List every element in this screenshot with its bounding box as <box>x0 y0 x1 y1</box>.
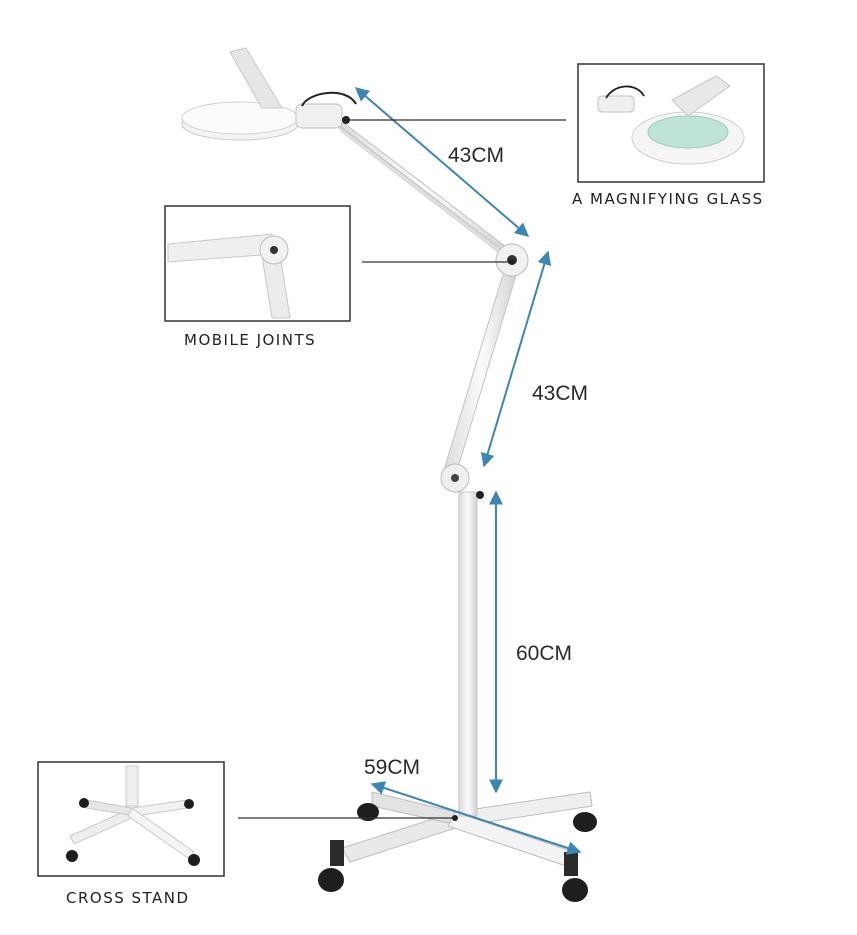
dimension-lower-arm <box>480 250 552 468</box>
magnifier-callout-label: A MAGNIFYING GLASS <box>572 190 764 208</box>
cross-stand-detail-icon <box>37 761 225 877</box>
magnifier-detail-icon <box>577 63 765 183</box>
arm-lower <box>443 257 521 475</box>
dimension-base <box>370 781 582 855</box>
joint-detail-icon <box>164 205 351 322</box>
dimension-upper-arm-label: 43CM <box>448 144 505 167</box>
dimension-pole-label: 60CM <box>516 642 573 665</box>
magnifier-head <box>181 47 357 141</box>
dimension-base-label: 59CM <box>364 756 421 779</box>
stand-callout-label: CROSS STAND <box>66 889 190 907</box>
dimension-lower-arm-label: 43CM <box>532 382 589 405</box>
dimension-upper-arm <box>354 87 530 237</box>
joints-callout-label: MOBILE JOINTS <box>184 331 317 349</box>
pole <box>458 491 478 817</box>
joint-lower <box>440 463 470 493</box>
dimension-lines <box>354 87 582 855</box>
arm-upper <box>331 113 519 263</box>
leader-lines <box>238 119 566 819</box>
cross-stand <box>318 791 597 902</box>
